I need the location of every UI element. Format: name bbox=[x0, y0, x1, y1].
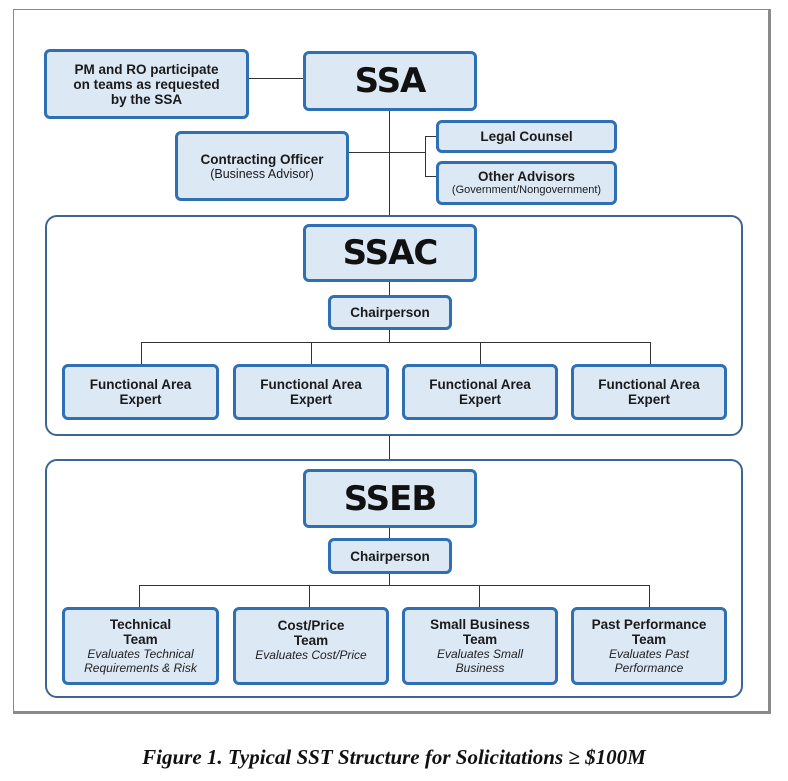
ssac-connector-down bbox=[389, 328, 390, 343]
ssac-member-line1: Functional Area bbox=[89, 377, 192, 392]
ssac-connector-drop bbox=[650, 342, 651, 365]
ssac-label: SSAC bbox=[342, 233, 439, 273]
contracting-officer-box: Contracting Officer (Business Advisor) bbox=[175, 131, 349, 201]
contracting-officer-title: Contracting Officer bbox=[200, 151, 324, 167]
ssac-chairperson-label: Chairperson bbox=[350, 305, 430, 320]
sseb-label: SSEB bbox=[343, 478, 438, 519]
sseb-connector-down bbox=[389, 572, 390, 586]
team-desc-line1: Evaluates Technical bbox=[87, 647, 194, 661]
other-advisors-box: Other Advisors (Government/Nongovernment… bbox=[436, 161, 617, 205]
connector-ssac-sseb bbox=[389, 434, 390, 461]
team-desc-line2: Requirements & Risk bbox=[84, 661, 197, 675]
sseb-connector-horizontal bbox=[139, 585, 649, 586]
sseb-connector-chair bbox=[389, 527, 390, 541]
sseb-team-box: Small Business Team Evaluates Small Busi… bbox=[402, 607, 558, 685]
ssac-member-line2: Expert bbox=[119, 392, 162, 407]
team-name-line2: Team bbox=[293, 633, 329, 648]
connector-other bbox=[425, 176, 437, 177]
team-desc-line1: Evaluates Past bbox=[608, 647, 690, 661]
ssa-label: SSA bbox=[354, 61, 427, 101]
legal-counsel-label: Legal Counsel bbox=[480, 129, 573, 144]
ssac-connector-horizontal bbox=[141, 342, 650, 343]
sseb-box: SSEB bbox=[303, 469, 477, 528]
connector-ssa-trunk bbox=[389, 110, 390, 217]
sseb-team-box: Past Performance Team Evaluates Past Per… bbox=[571, 607, 727, 685]
ssac-connector-drop bbox=[141, 342, 142, 365]
ssac-member-box: Functional Area Expert bbox=[402, 364, 558, 420]
team-name-line2: Team bbox=[123, 632, 158, 647]
ssac-connector-drop bbox=[311, 342, 312, 365]
contracting-officer-subtitle: (Business Advisor) bbox=[210, 166, 314, 181]
ssac-member-line2: Expert bbox=[458, 392, 502, 407]
ssac-member-line1: Functional Area bbox=[260, 377, 362, 392]
ssac-member-line2: Expert bbox=[289, 392, 333, 407]
ssac-member-line1: Functional Area bbox=[598, 377, 700, 392]
sseb-connector-drop bbox=[479, 585, 480, 609]
team-name-line1: Technical bbox=[109, 617, 172, 632]
ssac-member-line2: Expert bbox=[627, 392, 671, 407]
ssa-box: SSA bbox=[303, 51, 477, 111]
ssac-member-box: Functional Area Expert bbox=[62, 364, 219, 420]
pm-ro-note-line: by the SSA bbox=[110, 91, 183, 107]
connector-pm-ssa bbox=[249, 78, 305, 79]
team-name-line2: Team bbox=[462, 632, 498, 647]
connector-legal bbox=[425, 136, 437, 137]
ssac-member-box: Functional Area Expert bbox=[233, 364, 389, 420]
pm-ro-note-line: PM and RO participate bbox=[74, 61, 219, 77]
ssac-box: SSAC bbox=[303, 224, 477, 282]
team-desc-line1: Evaluates Cost/Price bbox=[255, 648, 367, 662]
sseb-team-box: Cost/Price Team Evaluates Cost/Price bbox=[233, 607, 389, 685]
ssac-connector-drop bbox=[480, 342, 481, 365]
sseb-connector-drop bbox=[649, 585, 650, 609]
connector-advisors-vertical bbox=[425, 136, 426, 177]
sseb-chairperson-box: Chairperson bbox=[328, 538, 452, 574]
ssac-member-box: Functional Area Expert bbox=[571, 364, 727, 420]
sseb-team-box: Technical Team Evaluates Technical Requi… bbox=[62, 607, 219, 685]
legal-counsel-box: Legal Counsel bbox=[436, 120, 617, 153]
ssac-connector-chair bbox=[389, 281, 390, 297]
sseb-connector-drop bbox=[139, 585, 140, 609]
team-name-line2: Team bbox=[631, 632, 667, 647]
sseb-connector-drop bbox=[309, 585, 310, 609]
other-advisors-title: Other Advisors bbox=[477, 169, 576, 184]
figure-caption: Figure 1. Typical SST Structure for Soli… bbox=[142, 745, 646, 769]
team-name-line1: Past Performance bbox=[591, 617, 707, 632]
connector-co bbox=[348, 152, 426, 153]
team-name-line1: Small Business bbox=[430, 617, 530, 632]
pm-ro-note-line: on teams as requested bbox=[73, 76, 220, 92]
pm-ro-note-box: PM and RO participate on teams as reques… bbox=[44, 49, 249, 119]
other-advisors-subtitle: (Government/Nongovernment) bbox=[451, 184, 602, 196]
ssac-chairperson-box: Chairperson bbox=[328, 295, 452, 330]
team-desc-line1: Evaluates Small bbox=[436, 647, 524, 661]
team-desc-line2: Business bbox=[455, 661, 505, 675]
ssac-member-line1: Functional Area bbox=[429, 377, 531, 392]
team-name-line1: Cost/Price bbox=[277, 618, 345, 633]
sseb-chairperson-label: Chairperson bbox=[350, 548, 430, 564]
team-desc-line2: Performance bbox=[614, 661, 684, 675]
